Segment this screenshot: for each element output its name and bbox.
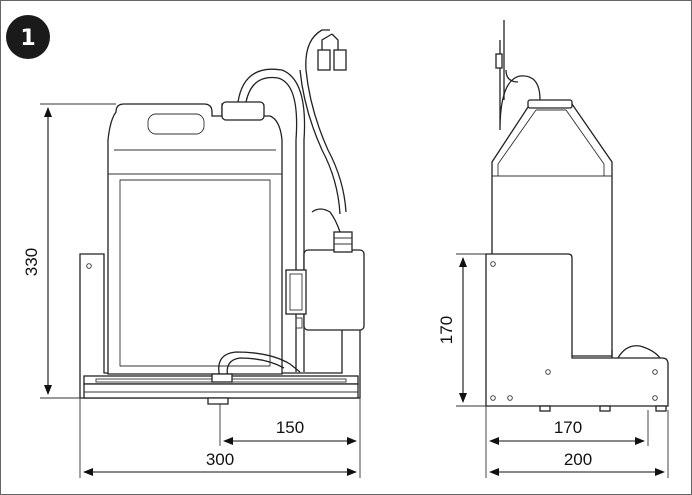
front-depth-label: 150	[276, 418, 304, 437]
side-width-label: 200	[564, 450, 592, 469]
badge-label: 1	[20, 26, 35, 51]
power-cable	[305, 29, 347, 213]
side-view: 170 170 200	[437, 20, 669, 478]
figure-number-badge: 1	[6, 15, 50, 59]
outlet-hose	[218, 351, 301, 379]
front-height-label: 330	[22, 248, 41, 276]
side-suction-hose	[499, 40, 541, 131]
canister-cap	[221, 101, 265, 121]
side-inner-width-label: 170	[554, 418, 582, 437]
connector-plug-icon	[317, 33, 347, 71]
suction-hose	[245, 76, 298, 372]
pump-module	[285, 208, 365, 331]
front-width-label: 300	[206, 450, 234, 469]
side-height-label: 170	[437, 316, 456, 344]
canister	[107, 103, 283, 375]
side-bracket	[485, 253, 669, 407]
front-view: 330 150 300	[22, 29, 365, 478]
